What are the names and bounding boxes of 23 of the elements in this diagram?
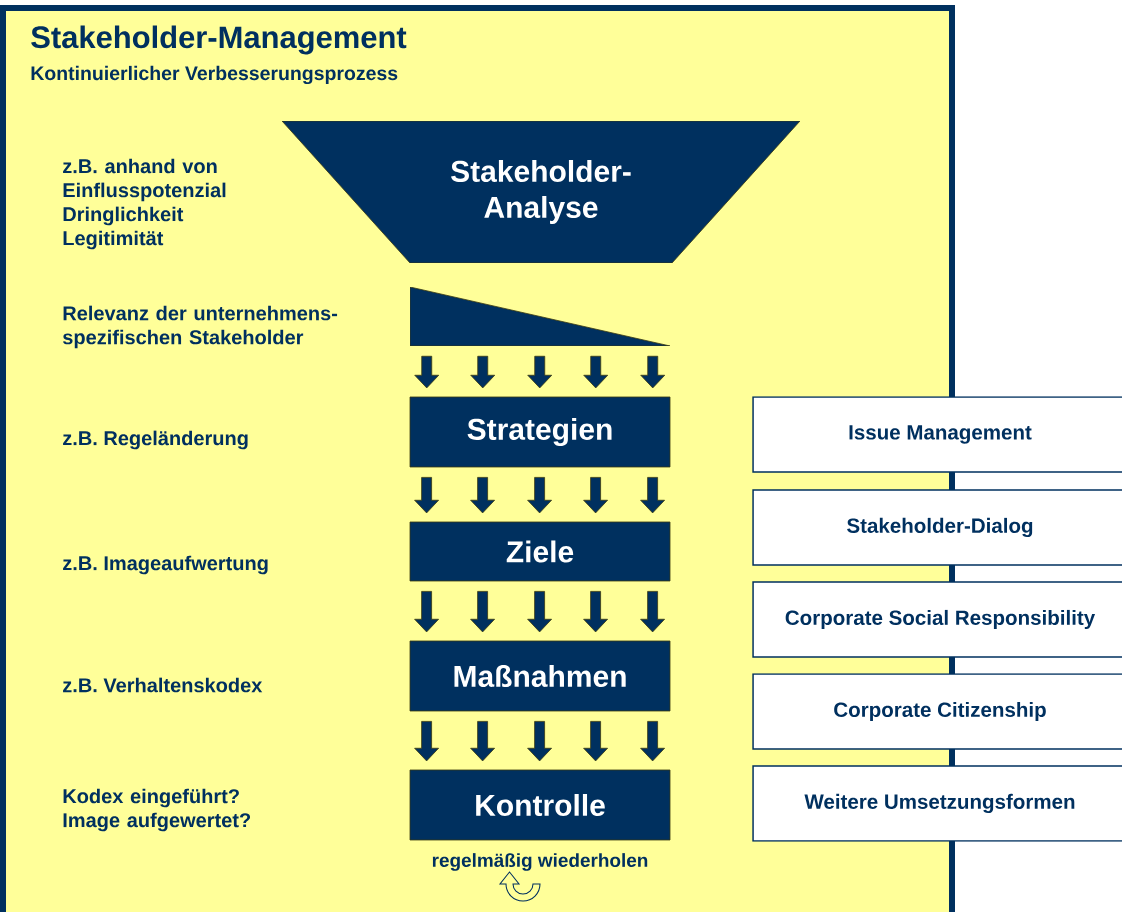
process-box: Ziele [409,521,671,582]
implementation-box: Stakeholder-Dialog [752,489,1122,566]
block-arrows [414,355,666,389]
repeat-note: regelmäßig wiederholen [432,853,648,871]
block-arrows [414,591,665,633]
implementation-box: Corporate Citizenship [752,673,1122,750]
implementation-box: Corporate Social Responsibility [752,581,1122,658]
note-text: Relevanz der unternehmens-spezifischen Stakeholder [63,305,338,349]
implementation-box: Issue Management [752,396,1122,473]
wedge-triangle [410,287,670,346]
note-text: z.B. Imageaufwertung [63,555,268,575]
subtitle: Kontinuierlicher Verbesserungsprozess [31,65,398,85]
note-text: z.B. Regeländerung [63,430,248,450]
process-box: Kontrolle [409,769,671,841]
process-box: Strategien [409,396,671,468]
title: Stakeholder-Management [31,25,407,55]
implementation-box: Weitere Umsetzungsformen [752,765,1122,842]
process-box: Maßnahmen [409,640,671,712]
block-arrows [414,721,665,762]
block-arrows [414,477,665,514]
note-text: z.B. Verhaltenskodex [63,677,263,693]
note-text: Kodex eingeführt? Image aufgewertet? [63,788,251,832]
note-text: z.B. anhand von Einflusspotenzial Dringlichkeit Legitimität [63,158,226,250]
